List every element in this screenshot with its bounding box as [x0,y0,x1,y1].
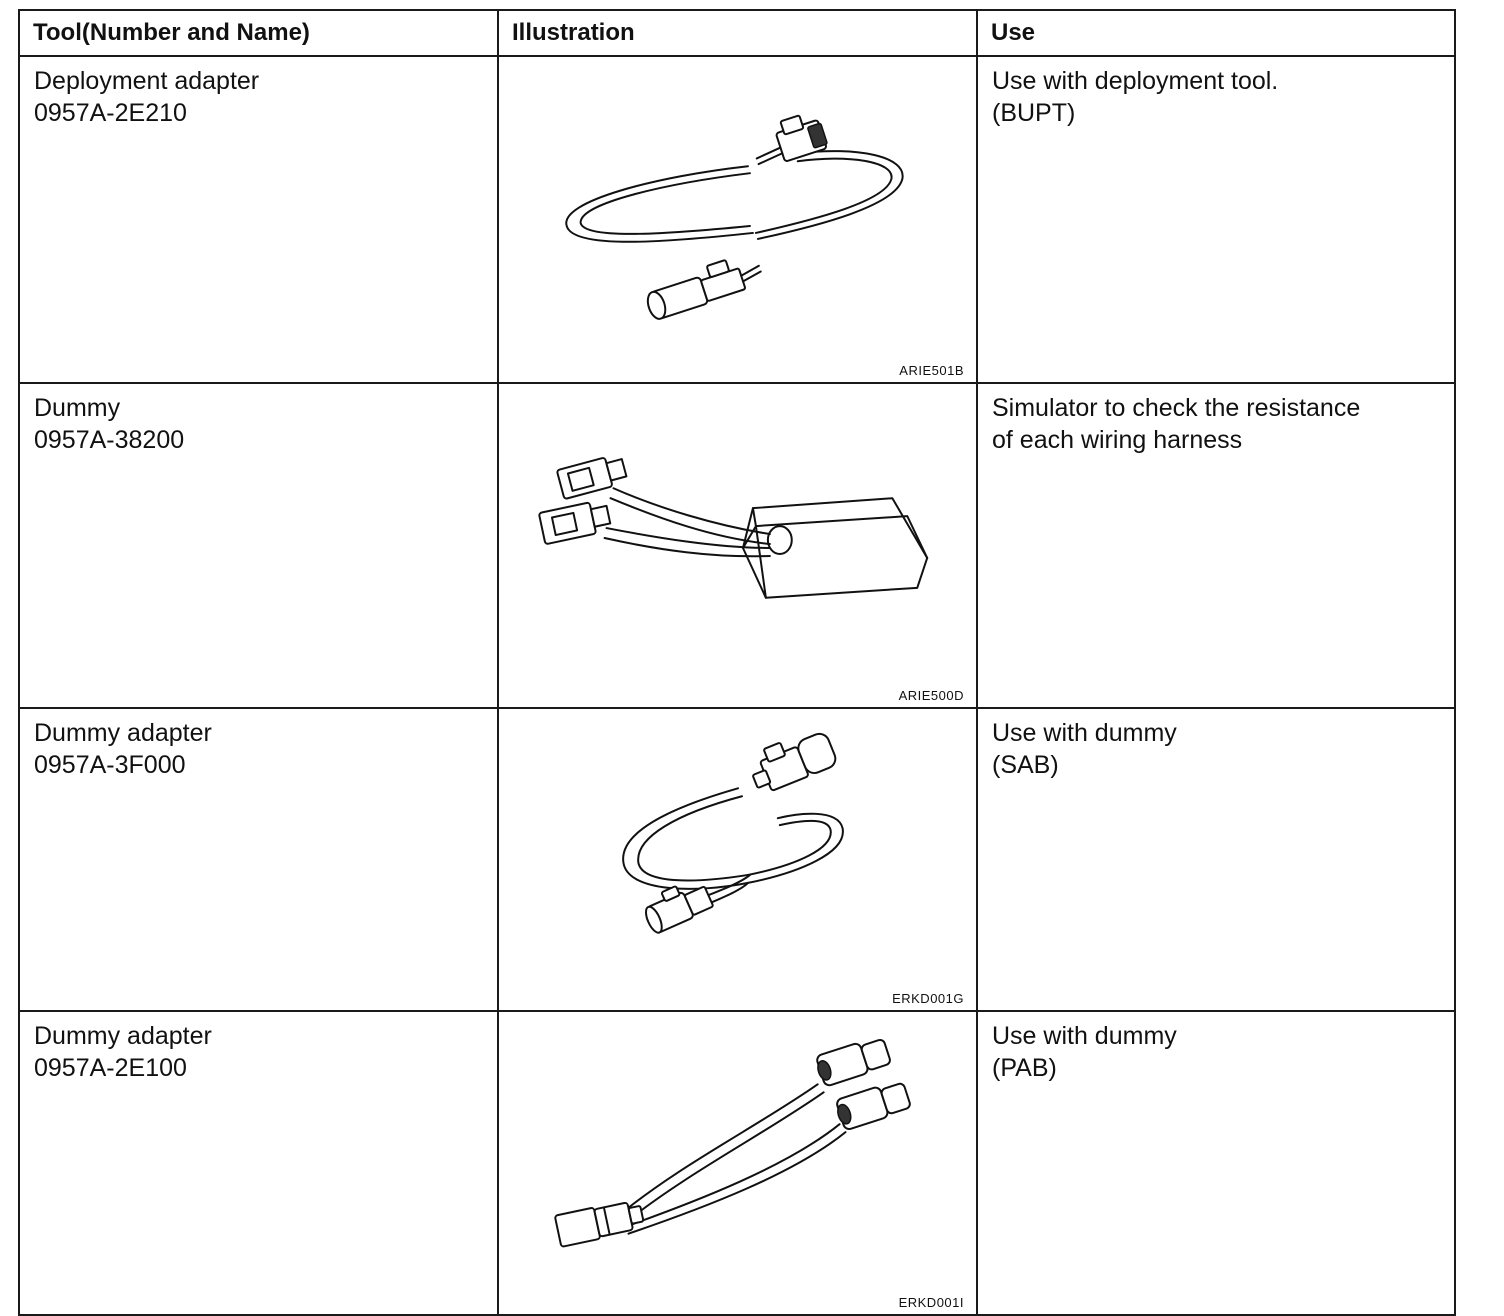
tool-name-cell: Deployment adapter 0957A-2E210 [18,55,499,384]
tool-use-cell: Simulator to check the resistance of eac… [976,382,1456,709]
use-line: (BUPT) [992,99,1076,127]
tool-use-cell: Use with dummy (PAB) [976,1010,1456,1316]
use-line: Use with deployment tool. [992,67,1279,95]
tool-use-cell: Use with deployment tool. (BUPT) [976,55,1456,384]
dummy-adapter-y-cable-icon [554,1038,911,1248]
figure-code: ERKD001G [892,991,964,1006]
use-line: Use with dummy [992,719,1177,747]
table-header-row: Tool(Number and Name) Illustration Use [18,9,1456,57]
tool-name: Dummy [34,394,121,422]
tool-number: 0957A-3F000 [34,751,186,779]
use-line: (PAB) [992,1054,1057,1082]
tool-name: Dummy adapter [34,719,212,747]
use-line: Use with dummy [992,1022,1177,1050]
use-line: Simulator to check the resistance [992,394,1361,422]
tool-name: Dummy adapter [34,1022,212,1050]
figure-code: ERKD001I [898,1295,964,1310]
illustration-cell: ERKD001G [497,707,978,1012]
special-tools-table: Tool(Number and Name) Illustration Use D… [18,9,1456,1316]
header-illustration: Illustration [497,9,978,57]
deployment-adapter-cable-icon [565,114,904,320]
use-line: of each wiring harness [992,426,1243,454]
dummy-adapter-loop-cable-icon [622,732,844,934]
tool-name-cell: Dummy adapter 0957A-2E100 [18,1010,499,1316]
tool-number: 0957A-2E210 [34,99,187,127]
use-line: (SAB) [992,751,1059,779]
figure-code: ARIE501B [899,363,964,378]
table-row: Dummy adapter 0957A-3F000 [18,707,1456,1012]
tool-name-cell: Dummy 0957A-38200 [18,382,499,709]
table-row: Dummy adapter 0957A-2E100 [18,1010,1456,1316]
illustration-cell: ARIE500D [497,382,978,709]
tool-name: Deployment adapter [34,67,260,95]
header-use: Use [976,9,1456,57]
table-row: Dummy 0957A-38200 [18,382,1456,709]
illustration-cell: ERKD001I [497,1010,978,1316]
header-tool: Tool(Number and Name) [18,9,499,57]
figure-code: ARIE500D [898,688,964,703]
tool-use-cell: Use with dummy (SAB) [976,707,1456,1012]
tool-number: 0957A-38200 [34,426,185,454]
table-row: Deployment adapter 0957A-2E210 [18,55,1456,384]
illustration-cell: ARIE501B [497,55,978,384]
tool-number: 0957A-2E100 [34,1054,187,1082]
tool-name-cell: Dummy adapter 0957A-3F000 [18,707,499,1012]
dummy-simulator-box-icon [538,457,929,599]
